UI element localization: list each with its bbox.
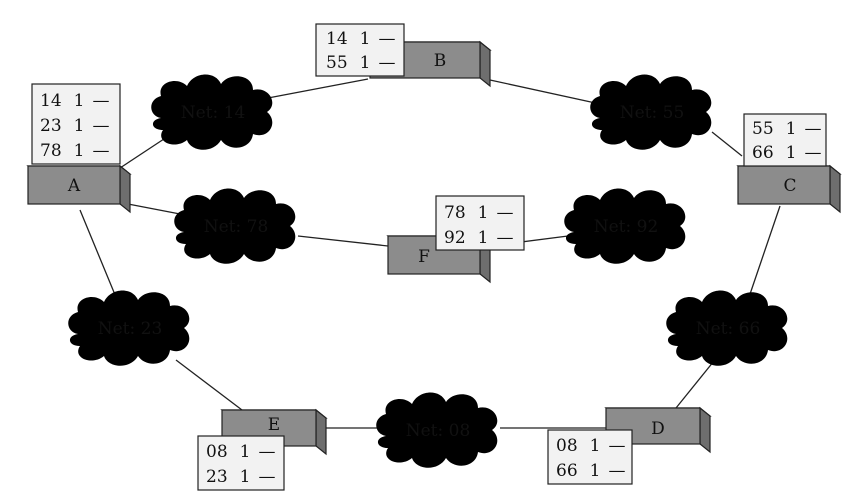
net-23-label: Net: 23 [98, 319, 163, 339]
link-net23-E [175, 359, 243, 411]
link-net14-B [267, 78, 369, 99]
link-net66-D [675, 355, 719, 409]
router-C-table [743, 113, 827, 167]
cloud-net-14: Net: 14 [151, 74, 273, 150]
router-A-table [31, 83, 121, 165]
router-A-label: A [67, 176, 81, 196]
router-F-label: F [418, 247, 430, 267]
link-A-net23 [79, 209, 119, 303]
link-net55-C [711, 131, 743, 157]
net-55-label: Net: 55 [620, 103, 685, 123]
cloud-net-23: Net: 23 [68, 290, 190, 366]
router-D-table [547, 429, 633, 485]
cloud-net-78: Net: 78 [174, 188, 296, 264]
cloud-net-08: Net: 08 [376, 392, 498, 468]
link-A-net14 [119, 134, 171, 169]
cloud-net-55: Net: 55 [590, 74, 712, 150]
link-B-net55 [489, 79, 601, 105]
router-E-table [197, 435, 285, 491]
router-B-table [315, 23, 405, 77]
net-92-label: Net: 92 [594, 217, 659, 237]
net-78-label: Net: 78 [204, 217, 269, 237]
net-08-label: Net: 08 [406, 421, 471, 441]
router-D-label: D [651, 419, 665, 439]
net-14-label: Net: 14 [181, 103, 246, 123]
router-F-table [435, 195, 525, 251]
router-E-label: E [268, 415, 280, 435]
links [79, 78, 781, 429]
router-C-label: C [783, 176, 796, 196]
router-A-box [27, 165, 121, 205]
cloud-net-66: Net: 66 [666, 290, 788, 366]
router-D-box [605, 407, 701, 445]
net-66-label: Net: 66 [696, 319, 761, 339]
link-A-net78 [127, 203, 181, 215]
router-B-label: B [434, 51, 447, 71]
router-C-box [737, 165, 831, 205]
link-net78-F [297, 235, 389, 247]
link-C-net66 [747, 205, 781, 301]
cloud-net-92: Net: 92 [564, 188, 686, 264]
